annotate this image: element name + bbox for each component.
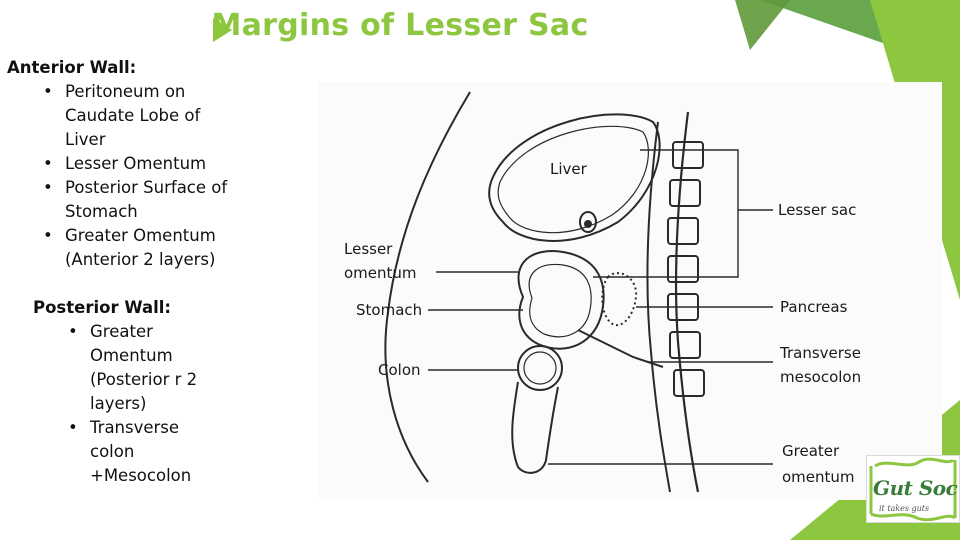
list-item: Peritoneum on Caudate Lobe of Liver — [43, 80, 257, 152]
colon-outline — [517, 345, 563, 391]
greater-omentum-outline — [511, 381, 559, 474]
posterior-wall-section: Posterior Wall: Greater Omentum (Posteri… — [33, 296, 233, 488]
lesser-sac-leader — [593, 149, 739, 278]
stomach-outline — [517, 250, 605, 350]
list-item: Lesser Omentum — [43, 152, 257, 176]
label-lesser-omentum-1: Lesser — [344, 240, 393, 258]
list-item: Greater Omentum (Anterior 2 layers) — [43, 224, 257, 272]
label-stomach: Stomach — [356, 301, 422, 319]
left-arrow-bullet — [213, 18, 232, 42]
label-liver: Liver — [550, 160, 588, 178]
pancreas-outline — [601, 272, 638, 327]
list-item: Greater Omentum (Posterior r 2 layers) — [68, 320, 233, 416]
top-right-dark-facet — [735, 0, 790, 50]
liver-outline — [488, 113, 661, 242]
list-item: Transverse colon +Mesocolon — [68, 416, 233, 488]
posterior-wall-list: Greater Omentum (Posterior r 2 layers) T… — [33, 320, 233, 488]
label-lesser-sac: Lesser sac — [778, 201, 856, 219]
label-greater-omentum-2: omentum — [782, 468, 855, 486]
logo-title: Gut Soc — [873, 476, 958, 500]
anatomy-diagram-drawing: Liver Lesser sac Lesser omentum Stomach … — [344, 91, 861, 493]
anterior-wall-section: Anterior Wall: Peritoneum on Caudate Lob… — [7, 56, 257, 272]
label-lesser-omentum-2: omentum — [344, 264, 417, 282]
intestine-icon — [869, 457, 957, 522]
slide-title: Margins of Lesser Sac — [211, 8, 589, 43]
label-transverse-mesocolon-1: Transverse — [779, 344, 861, 362]
anatomy-diagram: Liver Lesser sac Lesser omentum Stomach … — [318, 82, 942, 500]
label-greater-omentum-1: Greater — [782, 442, 840, 460]
label-pancreas: Pancreas — [780, 298, 848, 316]
body-outline — [384, 91, 471, 483]
anterior-wall-heading: Anterior Wall: — [7, 58, 137, 77]
label-colon: Colon — [378, 361, 421, 379]
list-item: Posterior Surface of Stomach — [43, 176, 257, 224]
posterior-wall-heading: Posterior Wall: — [33, 298, 171, 317]
logo-tagline: it takes guts — [879, 504, 930, 513]
gut-soc-logo: Gut Soc it takes guts — [866, 455, 960, 523]
anterior-wall-list: Peritoneum on Caudate Lobe of Liver Less… — [7, 80, 257, 272]
label-transverse-mesocolon-2: mesocolon — [780, 368, 861, 386]
